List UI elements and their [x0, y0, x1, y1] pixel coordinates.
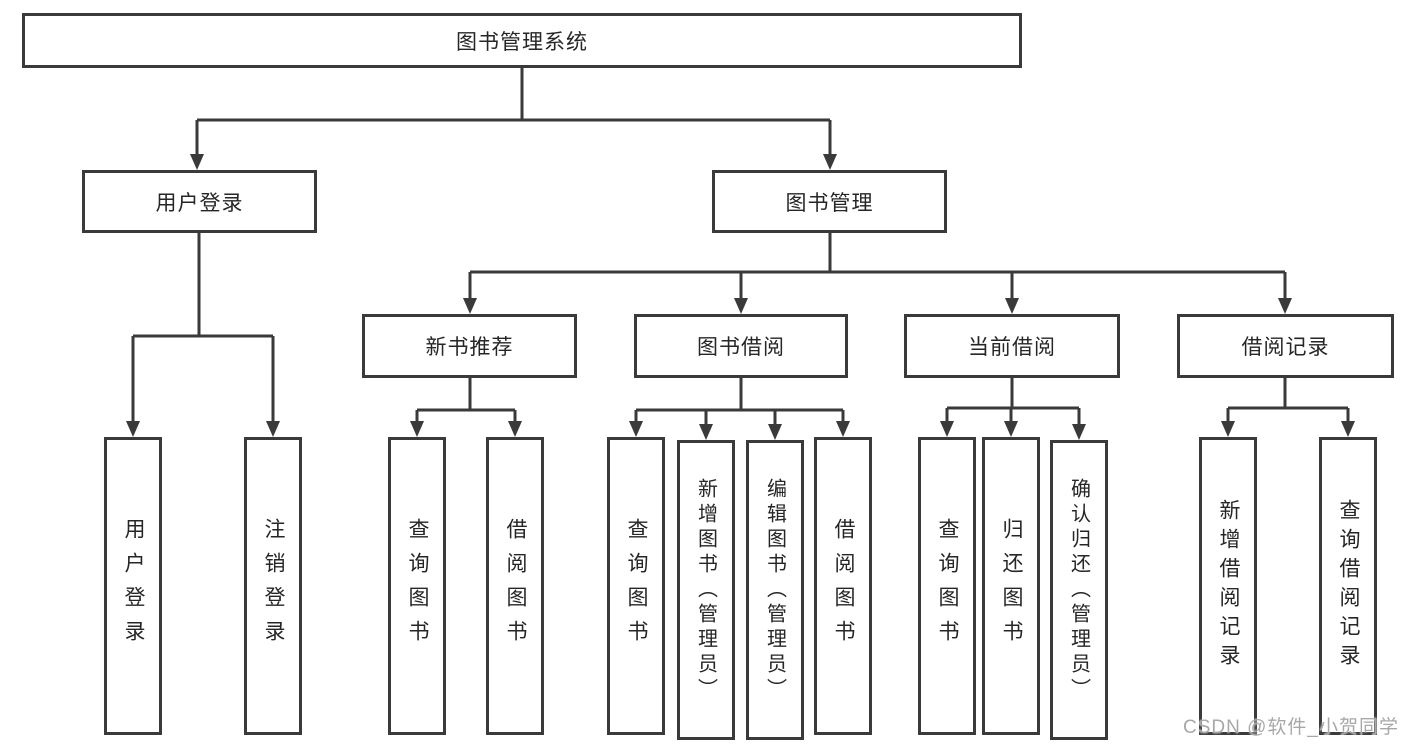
node-label: 查询图书 — [936, 518, 959, 654]
arrowhead-icon — [126, 421, 140, 437]
node-label: 确认归还（管理员） — [1067, 477, 1090, 703]
arrowhead-icon — [699, 424, 713, 440]
node-logout: 注销登录 — [244, 437, 302, 735]
node-current-borrow: 当前借阅 — [904, 314, 1120, 378]
node-label: 图书管理 — [785, 191, 874, 215]
node-add-borrow-record: 新增借阅记录 — [1199, 437, 1257, 735]
node-query-books-2: 查询图书 — [607, 437, 665, 735]
node-confirm-return-admin: 确认归还（管理员） — [1050, 440, 1108, 740]
node-label: 用户登录 — [155, 191, 244, 215]
arrowhead-icon — [823, 154, 837, 170]
connector-current-borrow — [945, 378, 1081, 424]
arrowhead-icon — [1341, 421, 1355, 437]
arrowhead-icon — [734, 298, 748, 314]
arrowhead-icon — [463, 298, 477, 314]
connector-borrow-records — [1226, 378, 1350, 422]
node-user-login: 用户登录 — [104, 437, 162, 735]
node-book-management: 图书管理 — [712, 170, 947, 233]
node-edit-book-admin: 编辑图书（管理员） — [746, 440, 804, 740]
node-label: 注销登录 — [262, 518, 285, 654]
node-label: 查询图书 — [625, 518, 648, 654]
node-label: 归还图书 — [1000, 518, 1023, 654]
node-borrow-records: 借阅记录 — [1177, 314, 1394, 378]
node-borrow-books-1: 借阅图书 — [486, 437, 544, 735]
node-return-books: 归还图书 — [982, 437, 1040, 735]
arrowhead-icon — [1278, 298, 1292, 314]
arrowhead-icon — [629, 421, 643, 437]
node-query-books-3: 查询图书 — [918, 437, 976, 735]
arrowhead-icon — [508, 421, 522, 437]
node-label: 当前借阅 — [968, 336, 1056, 359]
node-label: 用户登录 — [122, 518, 145, 654]
node-root: 图书管理系统 — [22, 13, 1022, 68]
node-label: 图书管理系统 — [456, 30, 588, 54]
node-add-book-admin: 新增图书（管理员） — [677, 440, 735, 740]
connector-new-book — [415, 378, 517, 422]
node-label: 编辑图书（管理员） — [763, 477, 786, 703]
node-label: 借阅图书 — [504, 518, 527, 654]
arrowhead-icon — [1072, 424, 1086, 440]
node-label: 查询借阅记录 — [1337, 499, 1360, 673]
node-book-borrow: 图书借阅 — [634, 314, 848, 378]
node-label: 查询图书 — [406, 518, 429, 654]
node-query-borrow-record: 查询借阅记录 — [1319, 437, 1377, 735]
node-label: 新书推荐 — [425, 336, 514, 359]
connector-user-login — [131, 233, 275, 422]
arrowhead-icon — [1221, 421, 1235, 437]
node-user-login-group: 用户登录 — [82, 170, 317, 233]
arrowhead-icon — [768, 424, 782, 440]
arrowhead-icon — [836, 421, 850, 437]
node-label: 借阅记录 — [1241, 336, 1330, 359]
connector-root — [195, 68, 832, 155]
node-label: 图书借阅 — [697, 336, 785, 359]
connector-book-borrow — [634, 378, 845, 424]
connector-book-management — [468, 233, 1287, 299]
arrowhead-icon — [1004, 421, 1018, 437]
watermark: CSDN @软件_小贺同学 — [1183, 717, 1399, 738]
node-label: 新增图书（管理员） — [694, 477, 717, 703]
node-borrow-books-2: 借阅图书 — [814, 437, 872, 735]
arrowhead-icon — [266, 421, 280, 437]
arrowhead-icon — [190, 154, 204, 170]
node-query-books-1: 查询图书 — [388, 437, 446, 735]
node-label: 借阅图书 — [832, 518, 855, 654]
arrowhead-icon — [410, 421, 424, 437]
arrowhead-icon — [940, 421, 954, 437]
arrowhead-icon — [1005, 298, 1019, 314]
node-new-book-recommend: 新书推荐 — [362, 314, 577, 378]
node-label: 新增借阅记录 — [1217, 499, 1240, 673]
